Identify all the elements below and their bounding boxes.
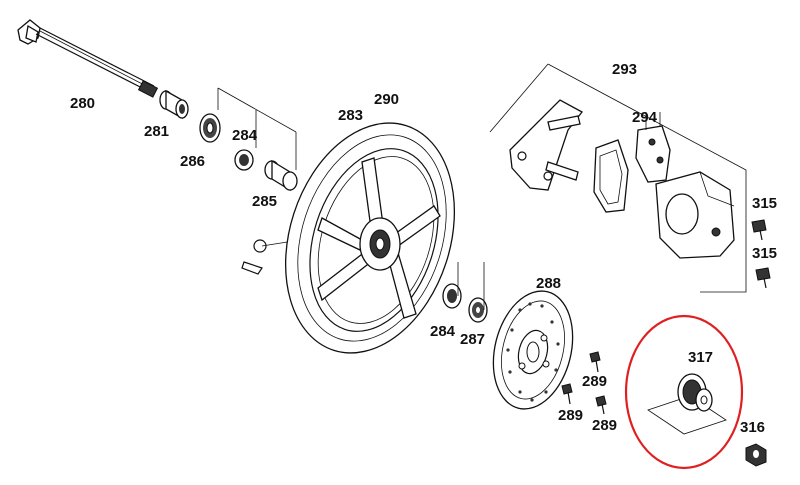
label-289b: 289 — [558, 407, 583, 424]
bearing-part-287 — [468, 297, 488, 323]
label-284a: 284 — [232, 127, 258, 144]
brake-pads-part-294 — [593, 112, 671, 213]
brake-disc-part-288 — [492, 290, 574, 410]
label-316: 316 — [740, 419, 765, 436]
label-287: 287 — [460, 331, 485, 348]
bolt-part-315b — [755, 267, 771, 289]
label-294: 294 — [632, 109, 658, 126]
label-280: 280 — [70, 95, 95, 112]
label-315a: 315 — [752, 195, 777, 212]
highlight-circle — [624, 314, 744, 470]
label-285: 285 — [252, 193, 277, 210]
bolt-part-289a — [589, 351, 601, 373]
caliper-body-part — [655, 171, 735, 259]
caliper-group-293 — [489, 63, 747, 293]
label-315b: 315 — [752, 245, 777, 262]
label-317: 317 — [688, 349, 713, 366]
label-281: 281 — [144, 123, 169, 140]
bearing-part-284b — [442, 283, 462, 309]
label-290: 290 — [374, 91, 399, 108]
label-288: 288 — [536, 275, 561, 292]
label-289c: 289 — [592, 417, 617, 434]
label-283: 283 — [338, 107, 363, 124]
spacer-part-281 — [159, 89, 189, 120]
axle-part-280 — [17, 19, 159, 98]
label-284b: 284 — [430, 323, 456, 340]
bolt-part-289c — [595, 395, 607, 415]
label-293: 293 — [612, 61, 637, 78]
seal-part-284 — [234, 149, 254, 171]
label-286: 286 — [180, 153, 205, 170]
nut-part-316 — [745, 443, 767, 467]
collar-part-285 — [264, 159, 298, 192]
leader-bracket-284 — [217, 87, 297, 170]
label-289a: 289 — [582, 373, 607, 390]
speedo-drive-part-317 — [647, 373, 727, 435]
wheel-part-290 — [284, 122, 456, 354]
bearing-part-286 — [199, 113, 221, 143]
bolt-part-315a — [751, 219, 767, 241]
bolt-part-289b — [561, 383, 573, 405]
